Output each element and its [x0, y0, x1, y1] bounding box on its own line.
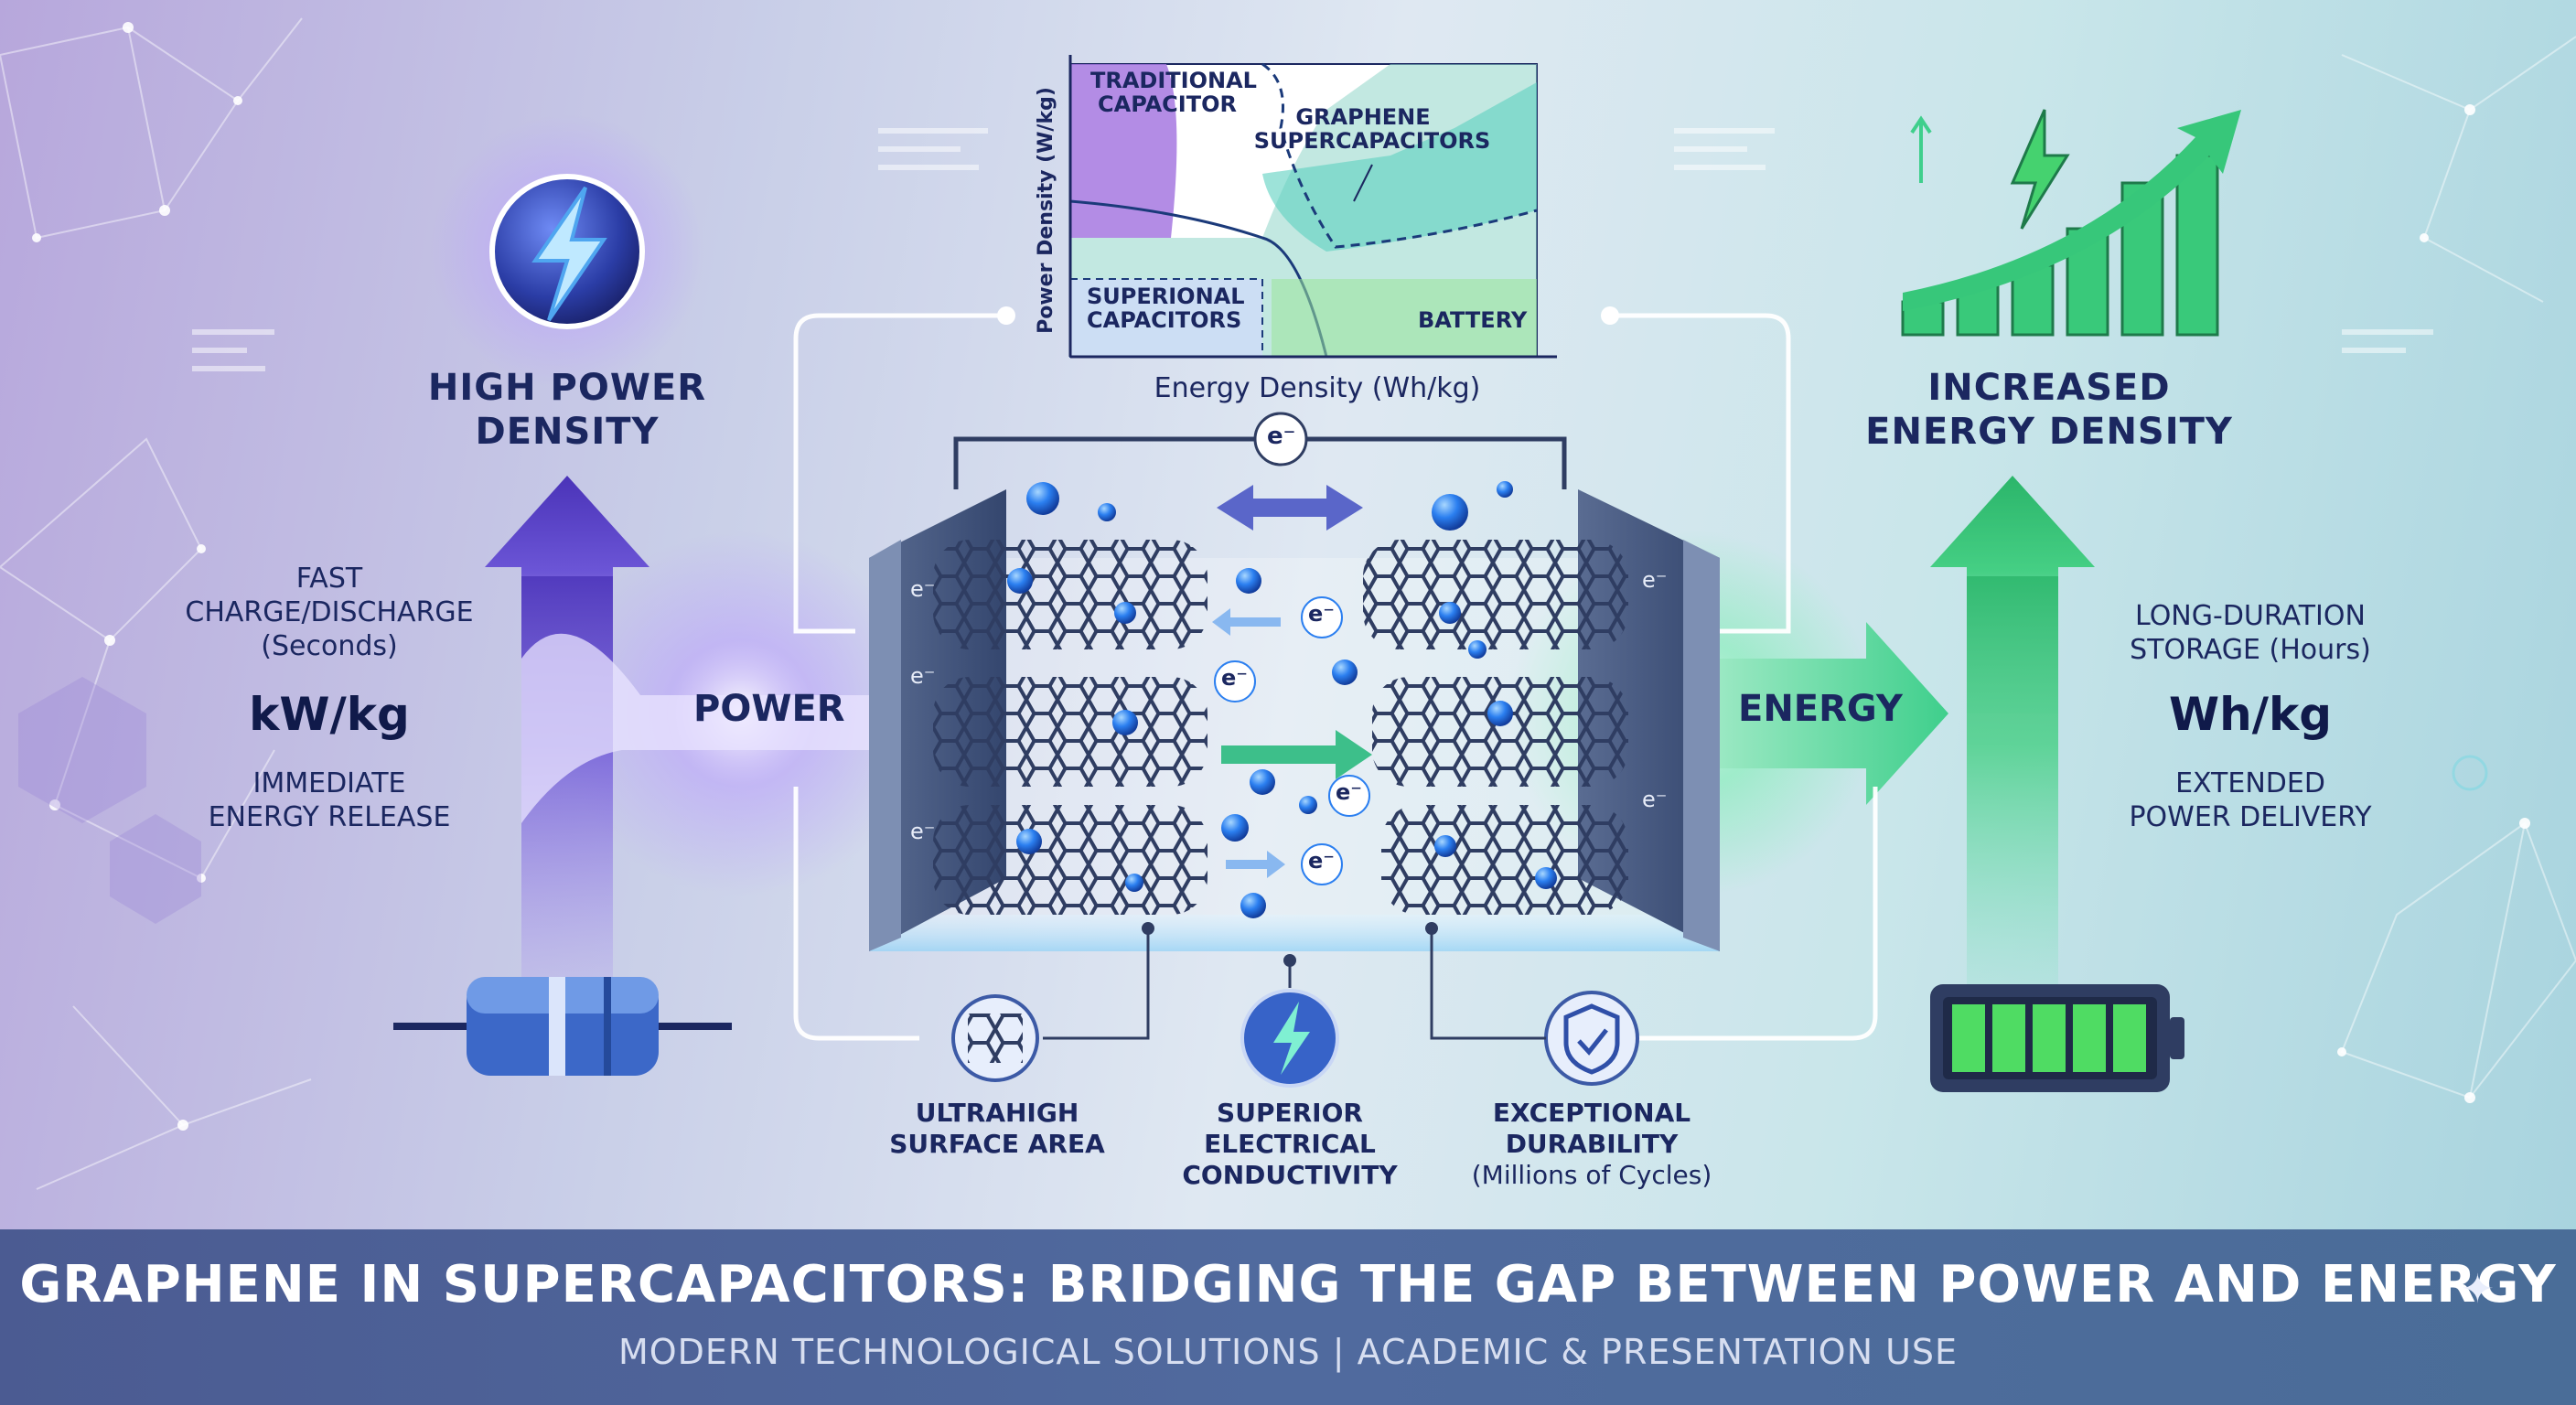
desc-line: LONG-DURATION: [2135, 600, 2366, 632]
energy-unit: Wh/kg: [2168, 688, 2333, 741]
desc-line: FAST: [295, 563, 363, 595]
feature-durability: EXCEPTIONAL DURABILITY (Millions of Cycl…: [1445, 1098, 1738, 1191]
shield-check-icon: [1544, 991, 1639, 1086]
high-power-density-title: HIGH POWER DENSITY: [384, 366, 750, 454]
sparkle-icon: ✦: [2461, 1266, 2495, 1313]
chart-x-label: Energy Density (Wh/kg): [1154, 372, 1481, 404]
immediate-release-text: IMMEDIATE ENERGY RELEASE: [156, 767, 503, 834]
chart-region-label: CAPACITOR: [1098, 91, 1237, 117]
electrode-label-right: e⁻: [1642, 787, 1668, 812]
footer-subtitle: MODERN TECHNOLOGICAL SOLUTIONS | ACADEMI…: [617, 1332, 1959, 1372]
feature-conductivity: SUPERIOR ELECTRICAL CONDUCTIVITY: [1143, 1098, 1436, 1191]
chart-region-label: BATTERY: [1418, 307, 1528, 333]
electron-label: e⁻: [1308, 601, 1335, 627]
desc-line: EXTENDED: [2175, 767, 2325, 799]
power-unit: kW/kg: [249, 688, 410, 741]
feature-surface-area: ULTRAHIGH SURFACE AREA: [851, 1098, 1143, 1160]
title-line: HIGH POWER: [427, 367, 707, 409]
electron-label: e⁻: [1336, 779, 1362, 805]
lightning-bolt-icon: [430, 114, 704, 389]
battery-region: [1272, 279, 1537, 357]
feature-line: SURFACE AREA: [889, 1129, 1105, 1159]
chart-region-label: CAPACITORS: [1087, 307, 1241, 333]
feature-line: SUPERIOR: [1217, 1098, 1363, 1128]
chart-region-label: TRADITIONAL: [1090, 68, 1257, 93]
electrode-label-left: e⁻: [910, 663, 936, 689]
traditional-capacitor-region: [1070, 64, 1177, 238]
long-duration-text: LONG-DURATION STORAGE (Hours): [2077, 599, 2424, 667]
title-line: DENSITY: [475, 411, 660, 453]
battery-icon: [1930, 984, 2184, 1092]
supercapacitor-device: [869, 412, 1720, 951]
mesh-icon: [951, 994, 1039, 1082]
ragone-chart: TRADITIONAL CAPACITOR GRAPHENE SUPERCAPA…: [1035, 55, 1557, 359]
background-network: [18, 109, 2488, 1092]
feature-line: DURABILITY: [1505, 1129, 1679, 1159]
capacitor-icon: [393, 977, 732, 1076]
graphene-supercapacitors-region: [1262, 82, 1537, 252]
feature-line: EXCEPTIONAL: [1492, 1098, 1691, 1128]
electrode-label-left: e⁻: [910, 576, 936, 602]
electrode-label-right: e⁻: [1642, 567, 1668, 593]
feature-line: (Millions of Cycles): [1471, 1160, 1712, 1190]
extended-delivery-text: EXTENDED POWER DELIVERY: [2077, 767, 2424, 834]
feature-line: ULTRAHIGH: [915, 1098, 1079, 1128]
desc-line: POWER DELIVERY: [2129, 801, 2372, 833]
power-arrow-label: POWER: [693, 688, 845, 730]
desc-line: ENERGY RELEASE: [208, 801, 451, 833]
energy-arrow-label: ENERGY: [1738, 688, 1903, 730]
chart-region-label: SUPERIONAL: [1087, 284, 1245, 309]
electron-label: e⁻: [1308, 848, 1335, 874]
energy-up-arrow: [1647, 476, 2095, 997]
electrode-label-left: e⁻: [910, 819, 936, 844]
feature-line: ELECTRICAL: [1204, 1129, 1376, 1159]
desc-line: STORAGE (Hours): [2130, 634, 2371, 666]
rising-bar-chart-icon: [1901, 109, 2241, 337]
title-line: INCREASED: [1927, 367, 2171, 409]
power-up-arrow: [485, 476, 878, 997]
title-line: ENERGY DENSITY: [1865, 411, 2233, 453]
feature-line: CONDUCTIVITY: [1182, 1160, 1398, 1190]
desc-line: IMMEDIATE: [252, 767, 406, 799]
lightning-icon: [1240, 989, 1339, 1088]
chart-region-label: SUPERCAPACITORS: [1254, 128, 1490, 154]
footer-banner: GRAPHENE IN SUPERCAPACITORS: BRIDGING TH…: [0, 1229, 2576, 1405]
footer-title: GRAPHENE IN SUPERCAPACITORS: BRIDGING TH…: [19, 1255, 2557, 1314]
fast-charge-text: FAST CHARGE/DISCHARGE (Seconds): [156, 562, 503, 663]
chart-y-label: Power Density (W/kg): [1035, 87, 1057, 334]
chart-region-label: GRAPHENE: [1295, 104, 1430, 130]
desc-line: (Seconds): [261, 630, 398, 662]
increased-energy-density-title: INCREASED ENERGY DENSITY: [1830, 366, 2269, 454]
desc-line: CHARGE/DISCHARGE: [185, 596, 474, 628]
electron-label: e⁻: [1221, 665, 1248, 691]
electron-label-top: e⁻: [1267, 423, 1296, 450]
